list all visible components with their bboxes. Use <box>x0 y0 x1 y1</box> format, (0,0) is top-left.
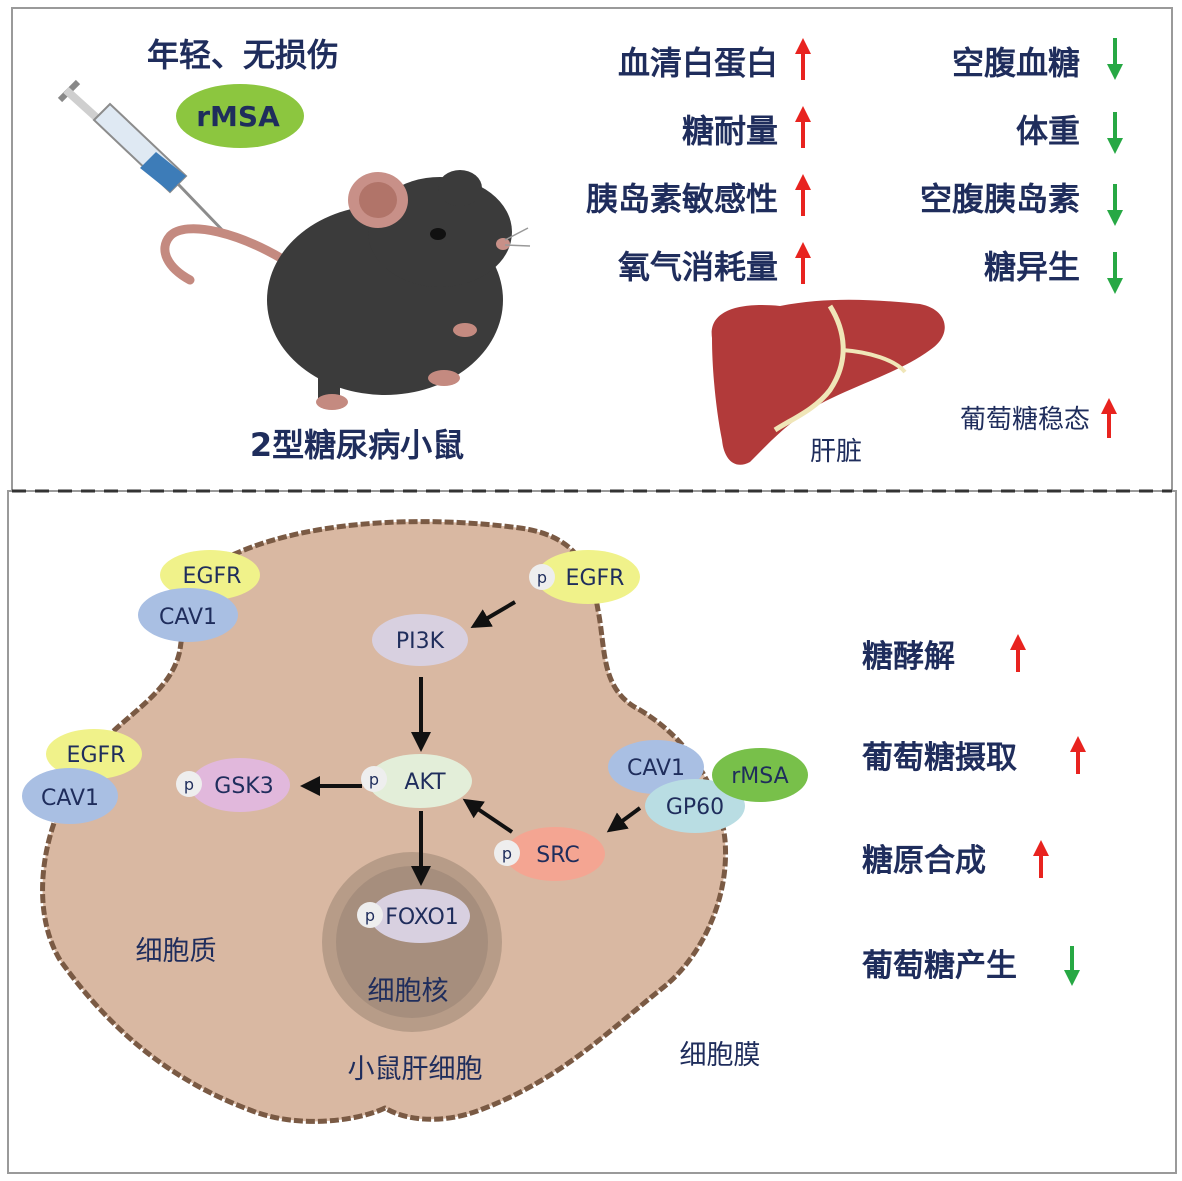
mouse-label: 2型糖尿病小鼠 <box>250 426 464 464</box>
nucleus-label: 细胞核 <box>368 976 449 1007</box>
phospho-badge <box>361 766 387 792</box>
down-arrow-icon <box>1107 38 1123 294</box>
svg-text:GP60: GP60 <box>666 795 724 820</box>
top-panel <box>11 7 1173 492</box>
cell-up-effect-2: 葡萄糖摄取 <box>862 740 1017 776</box>
liver-effect-label: 葡萄糖稳态 <box>960 405 1090 435</box>
down-effect-4: 糖异生 <box>984 248 1080 286</box>
svg-text:p: p <box>365 906 375 925</box>
pi3k-node <box>372 614 468 666</box>
phospho-badge <box>357 902 383 928</box>
svg-text:CAV1: CAV1 <box>41 786 99 811</box>
src-node <box>505 827 605 881</box>
phospho-badge <box>176 771 202 797</box>
cell-up-effect-3: 糖原合成 <box>862 843 986 879</box>
pathway-arrows <box>300 600 642 886</box>
up-effect-2: 糖耐量 <box>682 112 778 150</box>
svg-text:EGFR: EGFR <box>67 743 126 768</box>
syringe-icon <box>57 79 230 238</box>
svg-text:SRC: SRC <box>536 843 580 868</box>
membrane-label: 细胞膜 <box>680 1040 761 1071</box>
down-effect-1: 空腹血糖 <box>952 44 1080 82</box>
up-arrow-icon <box>795 38 811 284</box>
akt-node <box>368 754 472 808</box>
cav1-node-left <box>22 768 118 824</box>
cytoplasm-label: 细胞质 <box>136 936 217 967</box>
mouse-icon <box>160 170 531 410</box>
egfr-node-top-left <box>160 550 260 600</box>
down-arrow-icon <box>1064 946 1080 986</box>
down-effect-3: 空腹胰岛素 <box>920 180 1080 218</box>
cell-name-label: 小鼠肝细胞 <box>348 1054 483 1085</box>
rmsa-badge <box>176 84 304 148</box>
gp60-node <box>645 779 745 833</box>
svg-text:EGFR: EGFR <box>183 564 242 589</box>
svg-text:p: p <box>537 568 547 587</box>
svg-text:FOXO1: FOXO1 <box>385 905 459 930</box>
liver-label: 肝脏 <box>810 437 862 467</box>
up-effect-1: 血清白蛋白 <box>618 44 778 82</box>
cav1-node-top-left <box>138 588 238 642</box>
up-effect-3: 胰岛素敏感性 <box>586 180 778 218</box>
egfr-node-right <box>536 550 640 604</box>
rmsa-node <box>712 748 808 802</box>
condition-label: 年轻、无损伤 <box>147 36 339 74</box>
svg-text:CAV1: CAV1 <box>159 605 217 630</box>
svg-text:EGFR: EGFR <box>566 566 625 591</box>
svg-text:p: p <box>184 775 194 794</box>
liver-icon <box>711 299 945 465</box>
up-arrow-icon <box>1010 634 1086 878</box>
up-effect-4: 氧气消耗量 <box>618 248 778 286</box>
down-effect-2: 体重 <box>1016 112 1080 150</box>
phospho-badge <box>494 840 520 866</box>
rmsa-badge-label: rMSA <box>196 100 280 133</box>
foxo1-node <box>370 889 470 943</box>
svg-text:PI3K: PI3K <box>396 629 445 654</box>
up-arrow-icon <box>1101 398 1117 438</box>
svg-text:AKT: AKT <box>404 770 446 795</box>
phospho-badge <box>529 564 555 590</box>
cell-down-effect-1: 葡萄糖产生 <box>862 948 1017 984</box>
svg-text:CAV1: CAV1 <box>627 756 685 781</box>
gsk3-node <box>190 758 290 812</box>
svg-text:p: p <box>369 770 379 789</box>
svg-text:rMSA: rMSA <box>731 764 788 789</box>
cell-up-effect-1: 糖酵解 <box>862 639 955 675</box>
egfr-node-left <box>46 729 142 779</box>
svg-text:p: p <box>502 844 512 863</box>
svg-text:GSK3: GSK3 <box>214 774 273 799</box>
